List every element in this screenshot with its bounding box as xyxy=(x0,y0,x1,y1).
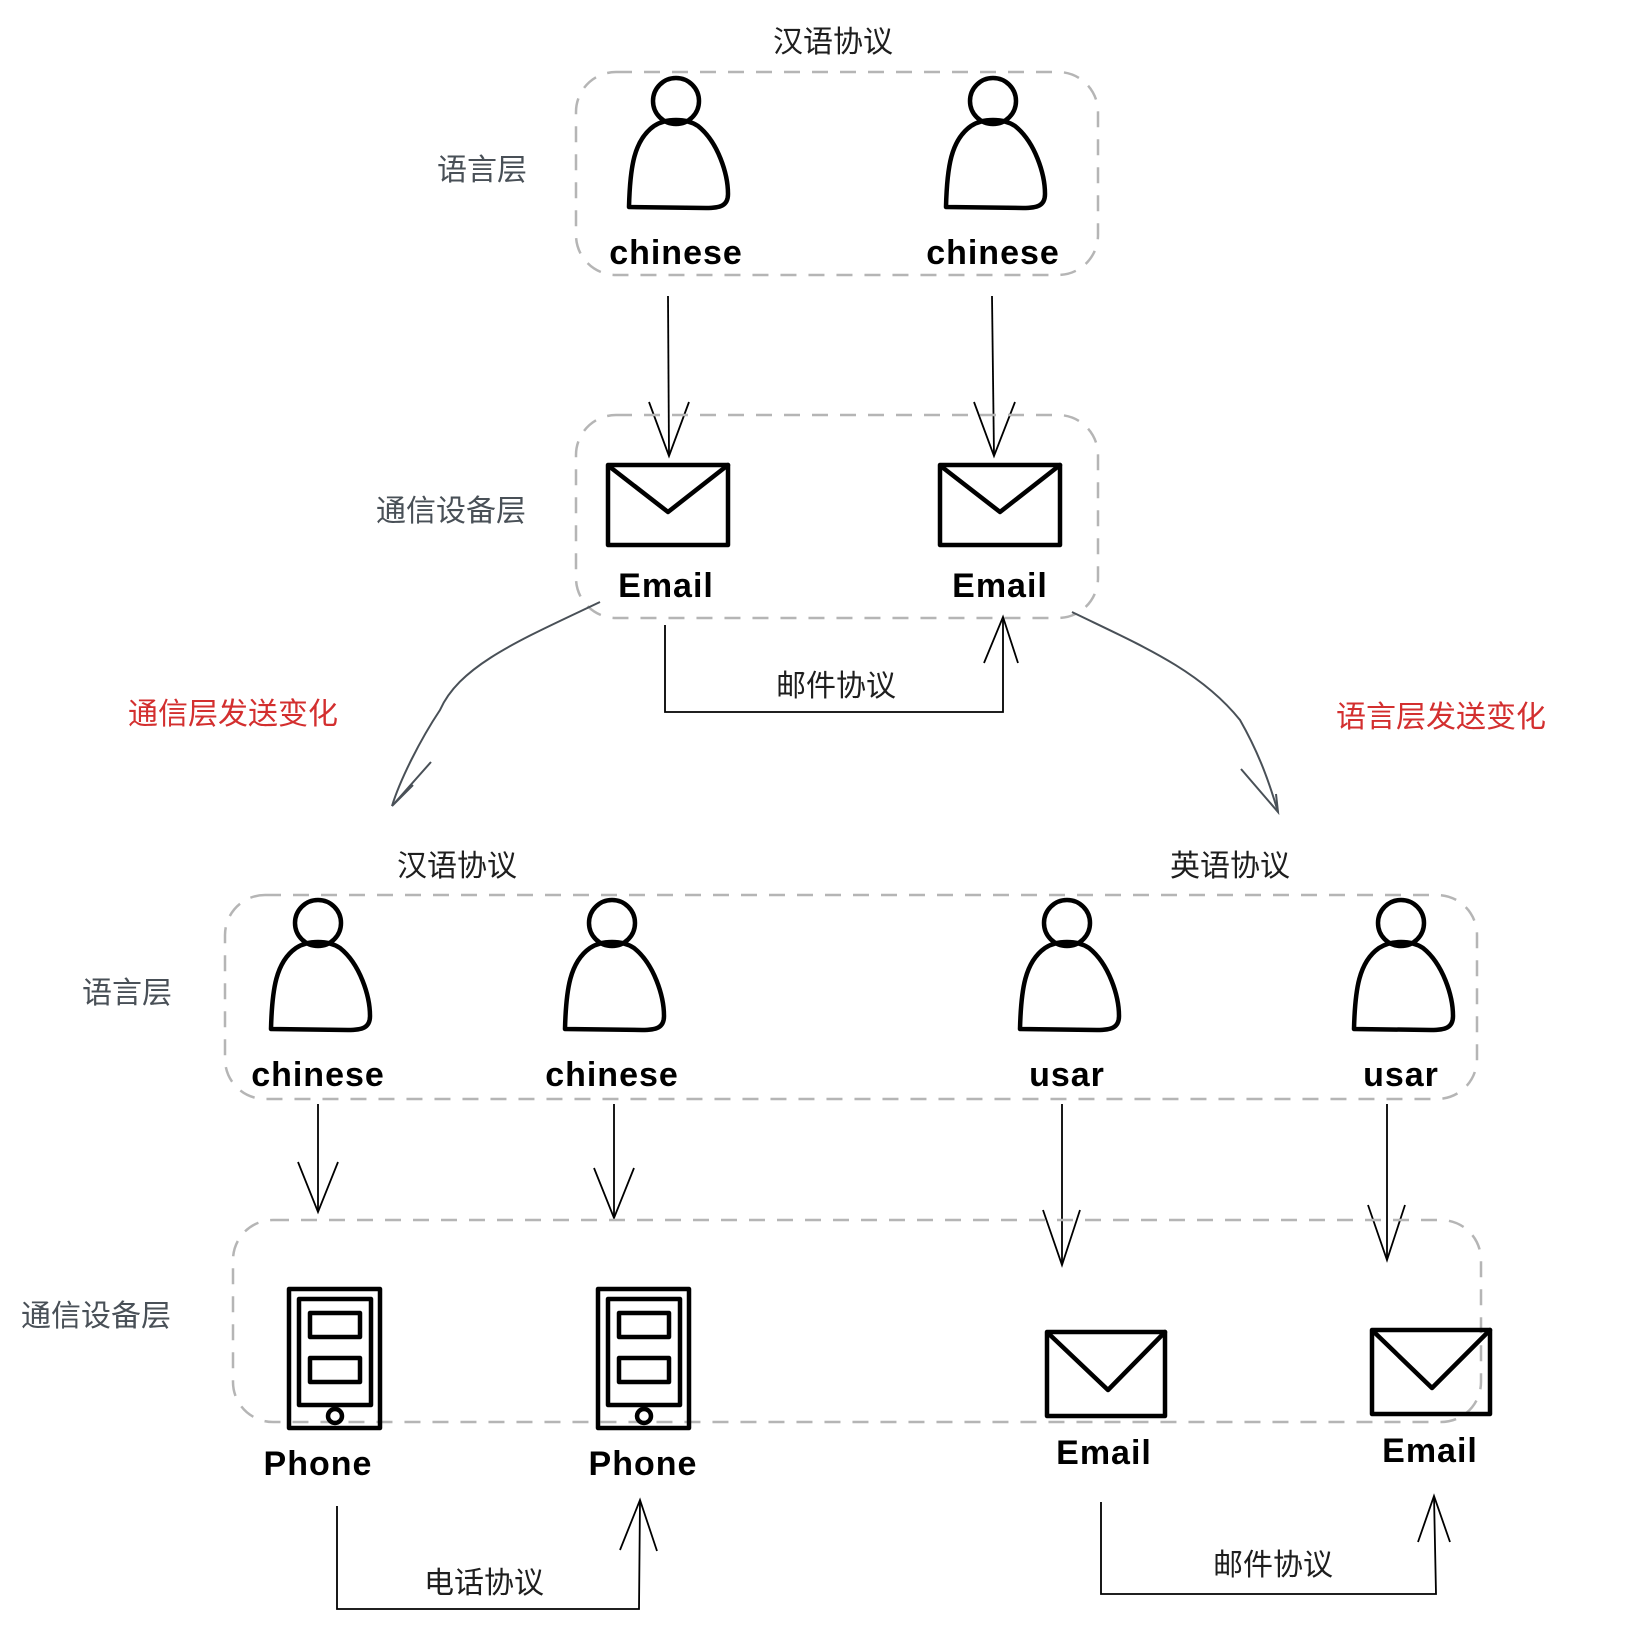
bottom-phone-protocol-connector xyxy=(336,1497,658,1610)
top-person-2 xyxy=(943,75,1048,211)
person-icon xyxy=(268,897,373,1033)
bottom-person-2-label: chinese xyxy=(545,1056,679,1094)
bottom-phone-protocol-label: 电话协议 xyxy=(424,1566,544,1601)
top-email-protocol-label: 邮件协议 xyxy=(776,669,896,704)
top-device-2 xyxy=(937,462,1063,548)
bottom-device-1-label: Phone xyxy=(264,1445,373,1483)
top-language-layer-label: 语言层 xyxy=(437,153,527,188)
bottom-left-protocol-title: 汉语协议 xyxy=(397,849,517,884)
bottom-device-3 xyxy=(1044,1329,1168,1419)
top-person-2-label: chinese xyxy=(926,234,1060,272)
top-device-1 xyxy=(605,462,731,548)
bottom-email-protocol-connector xyxy=(1100,1493,1451,1595)
transition-right-label: 语言层发送变化 xyxy=(1336,700,1546,735)
transition-arrow-right xyxy=(1071,611,1280,816)
person-icon xyxy=(1017,897,1122,1033)
top-person-1-label: chinese xyxy=(609,234,743,272)
top-person-1 xyxy=(626,75,731,211)
phone-icon xyxy=(286,1286,383,1431)
top-email-protocol-connector xyxy=(664,614,1019,713)
bottom-email-protocol-label: 邮件协议 xyxy=(1213,1548,1333,1583)
envelope-icon xyxy=(937,462,1063,548)
transition-left-label: 通信层发送变化 xyxy=(128,697,338,732)
top-device-group xyxy=(574,413,1100,620)
bottom-device-4 xyxy=(1369,1327,1493,1417)
bottom-device-3-label: Email xyxy=(1056,1434,1152,1472)
bottom-device-4-label: Email xyxy=(1382,1432,1478,1470)
bottom-device-2 xyxy=(595,1286,692,1431)
bottom-person-2 xyxy=(562,897,667,1033)
bottom-arrow-2 xyxy=(593,1104,635,1221)
person-icon xyxy=(626,75,731,211)
bottom-arrow-4 xyxy=(1367,1104,1406,1263)
bottom-device-layer-label: 通信设备层 xyxy=(21,1299,171,1334)
bottom-right-protocol-title: 英语协议 xyxy=(1170,849,1290,884)
bottom-language-group xyxy=(223,893,1479,1101)
bottom-arrow-3 xyxy=(1042,1104,1081,1268)
top-device-layer-label: 通信设备层 xyxy=(376,494,526,529)
envelope-icon xyxy=(605,462,731,548)
bottom-arrow-1 xyxy=(297,1104,339,1215)
person-icon xyxy=(943,75,1048,211)
bottom-language-layer-label: 语言层 xyxy=(82,976,172,1011)
bottom-person-3 xyxy=(1017,897,1122,1033)
top-arrow-right xyxy=(973,295,1016,459)
transition-arrow-left xyxy=(391,601,601,807)
bottom-device-2-label: Phone xyxy=(589,1445,698,1483)
envelope-icon xyxy=(1369,1327,1493,1417)
bottom-device-1 xyxy=(286,1286,383,1431)
bottom-person-1 xyxy=(268,897,373,1033)
top-device-1-label: Email xyxy=(618,567,714,605)
bottom-person-1-label: chinese xyxy=(251,1056,385,1094)
top-device-2-label: Email xyxy=(952,567,1048,605)
bottom-device-group xyxy=(231,1218,1483,1424)
bottom-person-4 xyxy=(1351,897,1456,1033)
phone-icon xyxy=(595,1286,692,1431)
bottom-person-3-label: usar xyxy=(1029,1056,1105,1094)
person-icon xyxy=(1351,897,1456,1033)
envelope-icon xyxy=(1044,1329,1168,1419)
bottom-person-4-label: usar xyxy=(1363,1056,1439,1094)
person-icon xyxy=(562,897,667,1033)
top-language-group xyxy=(574,70,1100,277)
top-arrow-left xyxy=(648,295,690,459)
top-protocol-title: 汉语协议 xyxy=(773,25,893,60)
